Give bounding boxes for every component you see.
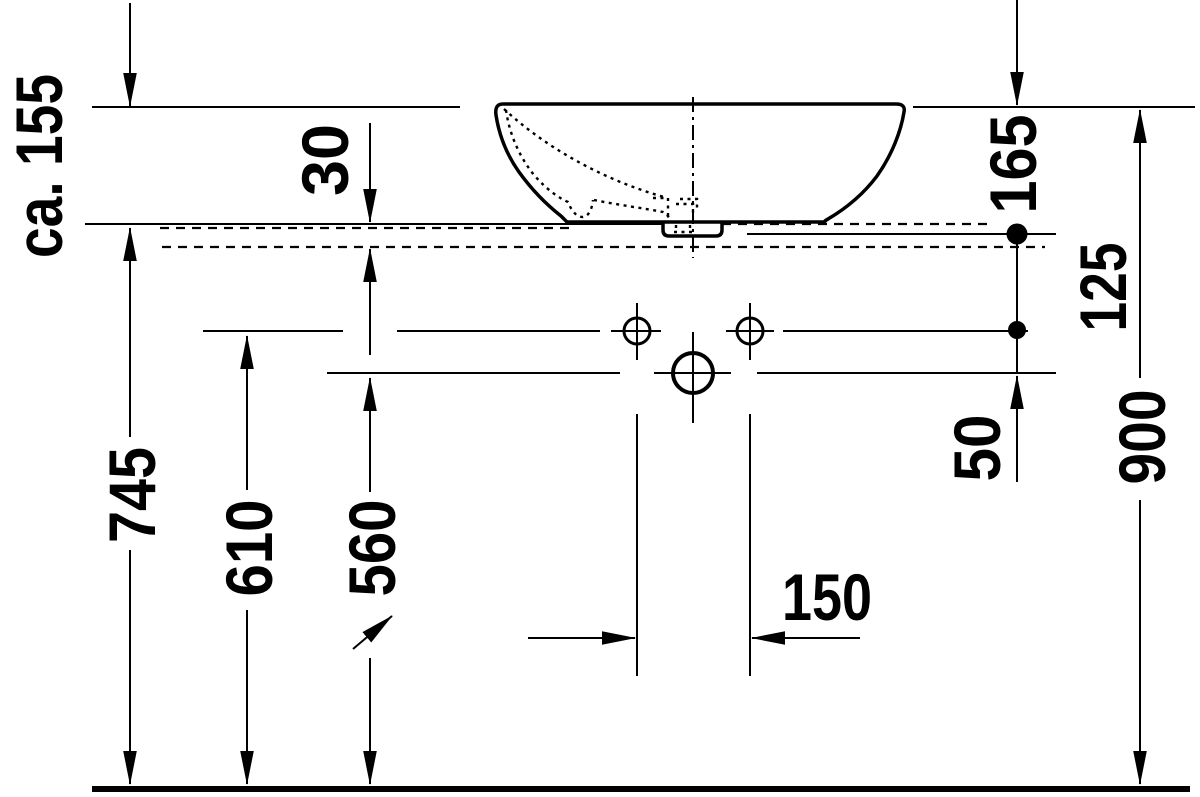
dimension-label-ca155: ca. 155	[2, 74, 76, 258]
dimension-label-125: 125	[1066, 243, 1140, 332]
dimension-label-900: 900	[1105, 390, 1179, 485]
dimension-745: 745	[95, 227, 169, 785]
floor-line	[92, 786, 1190, 792]
drain-outlet-box	[661, 222, 724, 238]
pointer-arrow-icon	[352, 615, 393, 650]
dimension-50: 50	[940, 375, 1024, 482]
basin-bottom-dashed	[593, 198, 672, 222]
dimension-label-560: 560	[335, 500, 409, 597]
mounting-holes	[613, 223, 1028, 423]
dimension-label-745: 745	[95, 447, 169, 543]
drain-fitting-dashed	[653, 196, 699, 234]
dimension-30: 30	[288, 123, 377, 355]
dimension-label-30: 30	[288, 124, 362, 196]
dimension-125: 125	[1066, 243, 1140, 332]
dimension-label-610: 610	[212, 500, 286, 597]
dimension-150: 150	[528, 414, 872, 676]
basin-inner-wall-dashed	[504, 109, 595, 219]
faucet-hole-left	[613, 303, 661, 360]
washbasin	[494, 97, 906, 258]
dimension-label-150: 150	[782, 560, 872, 634]
drain-hole	[655, 332, 731, 423]
dimension-165: 165	[976, 0, 1050, 372]
dimension-label-50: 50	[940, 415, 1014, 482]
dimension-900: 900	[1105, 109, 1179, 785]
dimension-610: 610	[212, 335, 286, 785]
dimension-560: 560	[335, 377, 409, 785]
dimension-ca155: ca. 155	[2, 3, 137, 258]
dimension-label-165: 165	[976, 115, 1050, 214]
faucet-hole-right	[726, 303, 774, 360]
washbasin-outline	[494, 102, 906, 224]
